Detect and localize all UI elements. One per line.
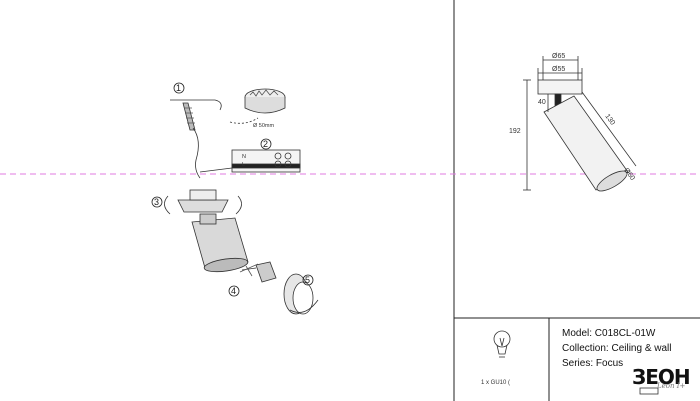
step-label-4: 4: [231, 286, 236, 296]
step-label-2: 2: [263, 139, 268, 149]
collection-text: Collection: Ceiling & wall: [562, 343, 672, 354]
step-label-3: 3: [154, 197, 159, 207]
brand-logo: ЗЕОН: [632, 365, 691, 389]
terminal-label-l: L: [242, 162, 245, 168]
step-label-1: 1: [176, 83, 181, 93]
dimension-drawing: [523, 56, 637, 192]
dim-height: 192: [509, 128, 521, 135]
terminal-label-n: N: [242, 154, 246, 160]
dim-outer-diameter: Ø65: [552, 53, 565, 60]
dim-mount-height: 40: [538, 99, 546, 106]
lightbulb-icon: [493, 330, 511, 358]
lamp-type-label: 1 x GU10 (: [481, 380, 511, 386]
dim-inner-diameter: Ø55: [552, 66, 565, 73]
step-marker-labels: 1 2 3 4 5 Ø 50mm N L: [154, 83, 310, 296]
brand-subtitle: Leon I+: [657, 382, 686, 390]
step-label-5: 5: [305, 275, 310, 285]
installation-diagram: [164, 88, 319, 315]
brand-underline-box: [639, 387, 659, 395]
dim-body-length: 130: [603, 113, 616, 127]
model-text: Model: C018CL-01W: [562, 328, 656, 339]
cutout-label: Ø 50mm: [253, 123, 275, 129]
step-markers: [151, 82, 314, 297]
series-text: Series: Focus: [562, 358, 624, 369]
